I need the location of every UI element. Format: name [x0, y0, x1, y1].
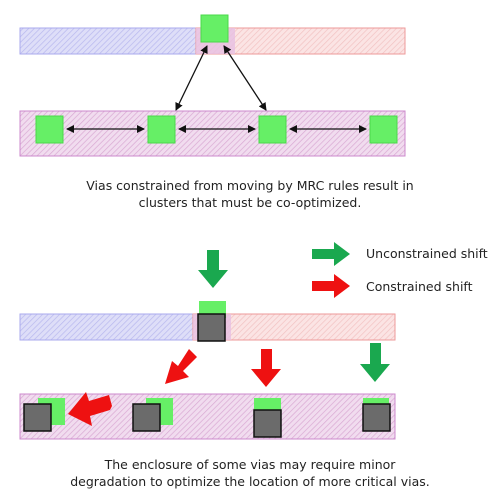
- caption-top-line-2: clusters that must be co-optimized.: [138, 195, 362, 210]
- constraint-arrow-4: [175, 45, 208, 111]
- via-top-4: [369, 115, 398, 144]
- caption-top: Vias constrained from moving by MRC rule…: [0, 177, 500, 211]
- via-top-shared: [200, 14, 229, 43]
- constraint-arrow-5: [223, 45, 267, 111]
- caption-bottom: The enclosure of some vias may require m…: [0, 456, 500, 490]
- via-top-3: [258, 115, 287, 144]
- legend-label-constrained: Constrained shift: [366, 279, 473, 294]
- metal-magenta-top: [19, 110, 406, 157]
- unconstrained-shift-arrow-top: [198, 250, 228, 288]
- via-top-1: [35, 115, 64, 144]
- caption-top-line-1: Vias constrained from moving by MRC rule…: [86, 178, 414, 193]
- via-shifted-2: [132, 403, 161, 432]
- caption-bottom-line-1: The enclosure of some vias may require m…: [104, 457, 396, 472]
- legend-unconstrained-arrow-icon: [312, 242, 350, 266]
- legend-constrained-arrow-icon: [312, 274, 350, 298]
- via-shifted-shared: [197, 313, 226, 342]
- via-original-4: [363, 398, 389, 406]
- via-shifted-4: [362, 403, 391, 432]
- via-shifted-3: [253, 409, 282, 438]
- via-shifted-1: [23, 403, 52, 432]
- unconstrained-shift-arrow-right: [360, 343, 390, 382]
- constrained-shift-arrow-left: [68, 392, 112, 426]
- via-original-3: [254, 398, 281, 412]
- constrained-shift-arrow-down: [251, 349, 281, 387]
- caption-bottom-line-2: degradation to optimize the location of …: [70, 474, 430, 489]
- legend-label-unconstrained: Unconstrained shift: [366, 246, 488, 261]
- constrained-shift-arrow-diagonal: [165, 349, 197, 384]
- via-top-2: [147, 115, 176, 144]
